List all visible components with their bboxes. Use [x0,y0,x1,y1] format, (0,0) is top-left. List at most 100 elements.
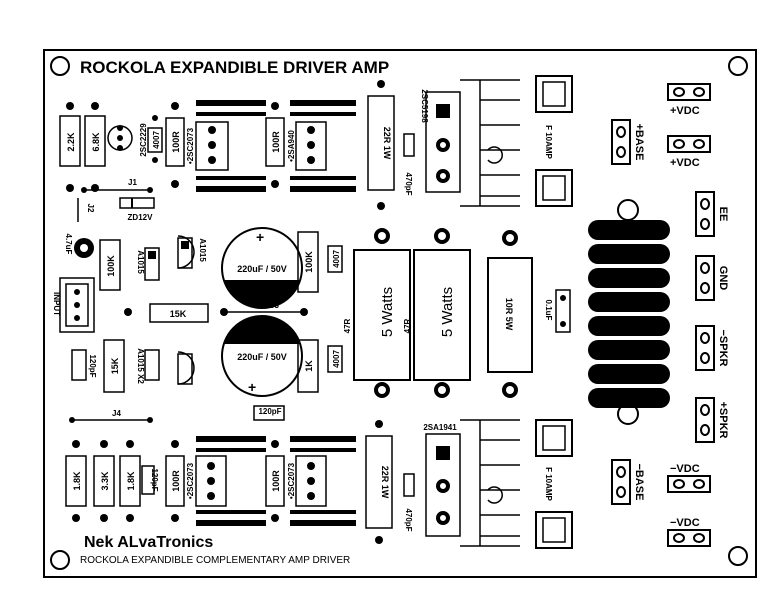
resistor-1k: 1K [297,339,319,393]
svg-text:220uF / 50V: 220uF / 50V [237,352,287,362]
transistor-a1015-x2: A1015 X2 [136,348,195,385]
svg-text:+SPKR: +SPKR [717,402,729,439]
svg-text:470pF: 470pF [404,172,413,195]
diode-4007-top: 4007 [147,115,163,163]
resistor-100r-bottom-left: 100R [165,440,185,522]
connector-ee[interactable]: EE [695,191,729,237]
transistor-2sa940: •2SA940 [287,100,356,192]
svg-text:ZD12V: ZD12V [128,213,154,222]
transistor-a1015-a: A1015 [136,247,160,281]
capacitor-470pf-bottom: 470pF [403,473,415,532]
svg-text:220uF / 50V: 220uF / 50V [237,264,287,274]
svg-text:F 10AMP: F 10AMP [544,125,553,159]
resistor-100k-mid: 100K [297,231,319,293]
transistor-2sc2073-bottom-2: •2SC2073 [287,436,356,526]
svg-text:2SA1941: 2SA1941 [423,423,457,432]
capacitor-120pf-mid: 120pF [253,405,285,421]
capacitor-4-7uf: 4.7uF [64,234,94,258]
board-title: ROCKOLA EXPANDIBLE DRIVER AMP [80,58,389,77]
svg-text:100K: 100K [304,251,314,273]
svg-text:•2SC2073: •2SC2073 [186,127,195,164]
svg-text:J4: J4 [112,409,121,418]
connector-minus-spkr[interactable]: −SPKR [695,325,729,371]
svg-text:1.8K: 1.8K [72,471,82,491]
output-inductor [588,199,670,425]
connector-plus-vdc-1[interactable]: +VDC [667,83,711,117]
capacitor-220uf-bottom: 220uF / 50V + [221,315,303,397]
connector-minus-vdc-1[interactable]: −VDC [667,463,711,493]
heatsink-top [460,79,520,207]
svg-text:4007: 4007 [332,250,341,268]
capacitor-0-1uf: 0.1uF [544,289,571,333]
svg-text:4007: 4007 [152,131,161,149]
svg-text:100R: 100R [271,470,281,492]
connector-plus-vdc-2[interactable]: +VDC [667,135,711,169]
resistor-100r-top-left: 100R [165,102,185,188]
fuse-10amp-bottom: F 10AMP [535,419,573,549]
svg-text:−BASE: −BASE [633,464,645,501]
svg-text:J1: J1 [128,178,137,187]
fuse-10amp-top: F 10AMP [535,75,573,207]
svg-text:EE: EE [717,207,729,222]
transistor-2sc5198: 2SC5198 [420,89,461,193]
heatsink-bottom [460,419,520,547]
resistor-3k3: 3.3K [93,440,115,522]
svg-text:A1015: A1015 [136,250,145,274]
brand-name: Nek ALvaTronics [84,534,213,551]
svg-text:22R 1W: 22R 1W [382,127,392,160]
resistor-15k-vertical: 15K [103,339,125,393]
resistor-22r-1w-top: 22R 1W [367,80,395,210]
resistor-22r-1w-bottom: 22R 1W [365,420,393,544]
svg-text:47R: 47R [343,318,352,333]
svg-text:3.3K: 3.3K [100,471,110,491]
svg-text:2.2K: 2.2K [66,132,76,152]
svg-text:J3: J3 [270,301,279,310]
svg-text:120pF: 120pF [258,407,281,416]
diode-4007-mid-bottom: 4007 [327,345,343,373]
svg-text:+VDC: +VDC [670,157,700,169]
connector-plus-base[interactable]: +BASE [611,119,645,165]
jumper-j1: J1 [81,178,153,193]
svg-text:120pF: 120pF [150,468,159,491]
capacitor-120pf-bottom: 120pF [141,465,159,495]
svg-text:2SC5198: 2SC5198 [420,89,429,123]
svg-text:A1015 X2: A1015 X2 [136,348,145,384]
connector-plus-spkr[interactable]: +SPKR [695,397,729,443]
zener-zd12v: ZD12V [119,197,155,222]
diode-4007-mid-top: 4007 [327,245,343,273]
svg-text:2SC2229: 2SC2229 [139,123,148,157]
svg-text:1.8K: 1.8K [126,471,136,491]
svg-text:120pF: 120pF [88,354,97,377]
svg-text:100R: 100R [171,470,181,492]
input-connector: INPUT [52,277,95,333]
mounting-hole-bottom-left [50,550,70,570]
svg-text:GND: GND [717,266,729,291]
svg-text:100R: 100R [271,131,281,153]
svg-text:•2SC2073: •2SC2073 [186,462,195,499]
connector-minus-base[interactable]: −BASE [611,459,645,505]
capacitor-120pf-left: 120pF [71,349,97,381]
svg-text:15K: 15K [170,309,187,319]
resistor-100r-top-right: 100R [265,102,285,188]
connector-minus-vdc-2[interactable]: −VDC [667,517,711,547]
svg-text:INPUT: INPUT [52,292,61,316]
svg-text:1K: 1K [304,360,314,372]
resistor-10r-5w: 10R 5W [487,230,533,398]
board-outline [43,49,757,578]
resistor-1k8-b: 1.8K [119,440,141,522]
mounting-hole-bottom-right [728,546,748,566]
capacitor-470pf-top: 470pF [403,133,415,196]
jumper-j2: J2 [77,198,95,222]
svg-text:0.1uF: 0.1uF [544,300,553,321]
svg-text:+BASE: +BASE [633,124,645,161]
svg-text:5 Watts: 5 Watts [439,287,456,337]
svg-text:10R 5W: 10R 5W [504,298,514,331]
svg-text:+VDC: +VDC [670,105,700,117]
connector-gnd[interactable]: GND [695,255,729,301]
resistor-47r-5w-a: 47R 5 Watts [343,228,411,398]
svg-text:+: + [248,379,256,395]
svg-text:J2: J2 [86,204,95,213]
mounting-hole-top-right [728,56,748,76]
resistor-2k2: 2.2K [59,102,81,192]
